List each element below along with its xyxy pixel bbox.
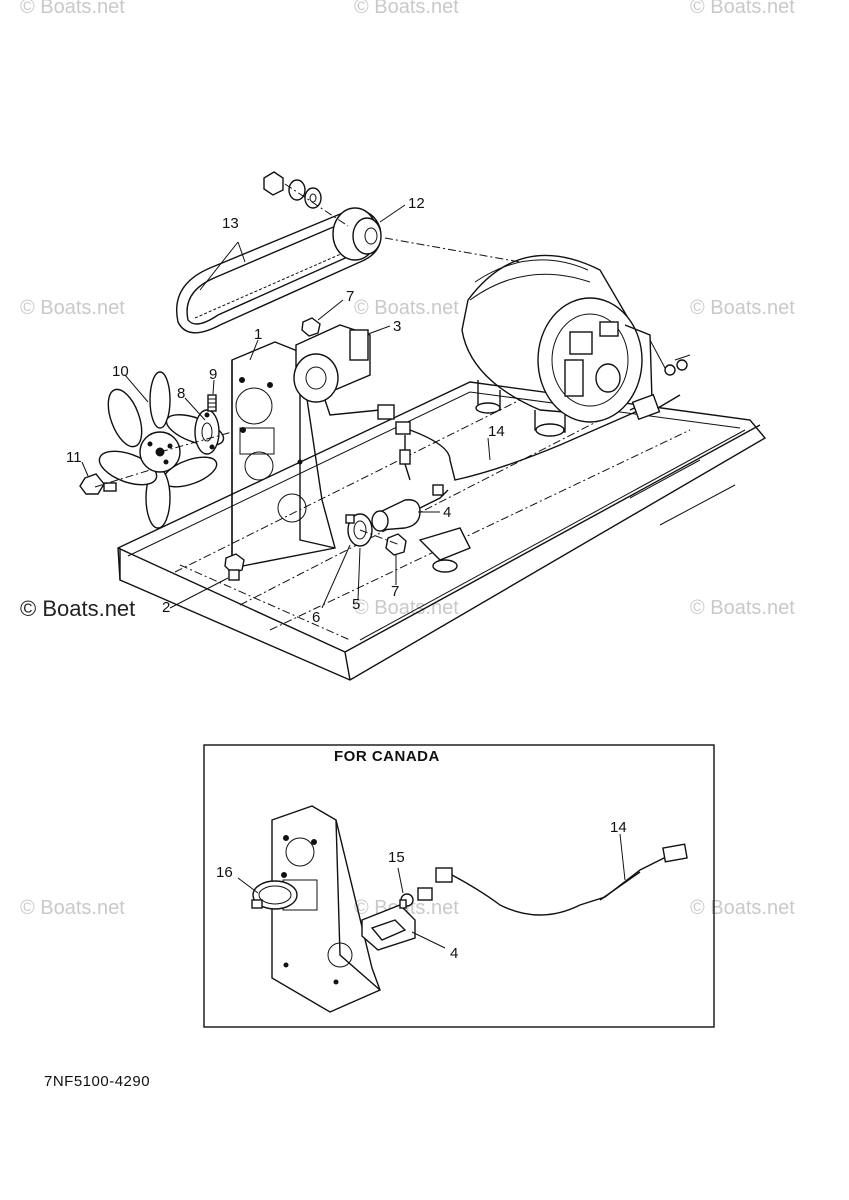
callout-14: 14 [488,423,505,440]
watermark: © Boats.net [20,897,125,919]
watermark: © Boats.net [690,597,795,619]
callout-12: 12 [408,195,425,212]
callout-3: 3 [393,318,401,335]
watermark: © Boats.net [20,297,125,319]
part-number: 7NF5100-4290 [44,1073,151,1090]
callout-1: 1 [254,326,262,343]
callout-13: 13 [222,215,239,232]
watermark: © Boats.net [690,897,795,919]
inset-for-canada: FOR CANADA 16 15 4 14 [203,744,715,1028]
capacitor [371,484,471,573]
center-lines [94,183,521,546]
bolt-11 [79,473,117,495]
bolt-2 [224,553,245,581]
watermark-main: © Boats.net [20,596,136,621]
solenoid-motor [293,324,381,416]
pulley [332,207,382,261]
inset-callout-4: 4 [450,945,458,962]
wire-harness [377,339,691,481]
inset-callout-15: 15 [388,849,405,866]
callout-4: 4 [443,504,451,521]
callout-5: 5 [352,596,360,613]
watermark: © Boats.net [354,0,459,18]
watermark: © Boats.net [690,0,795,18]
bolt-9 [207,394,217,412]
callout-2: 2 [162,599,170,616]
fan-hub [194,409,220,455]
callout-7-bottom: 7 [391,583,399,600]
bolt-7-top [301,317,321,337]
watermark: © Boats.net [20,0,125,18]
inset-callout-14: 14 [610,819,627,836]
capacitor-clamp [345,513,373,547]
callout-7-top: 7 [346,288,354,305]
leader-lines [81,204,491,609]
callout-9: 9 [209,366,217,383]
generator-drum [461,254,653,437]
watermark: © Boats.net [354,297,459,319]
callout-11: 11 [66,449,82,466]
bolt-7-bottom [385,533,407,556]
callout-6: 6 [312,609,320,626]
inset-callout-16: 16 [216,864,233,881]
watermark: © Boats.net [690,297,795,319]
callout-10: 10 [112,363,129,380]
inset-title: FOR CANADA [334,748,440,765]
watermark: © Boats.net [354,597,459,619]
callout-8: 8 [177,385,185,402]
